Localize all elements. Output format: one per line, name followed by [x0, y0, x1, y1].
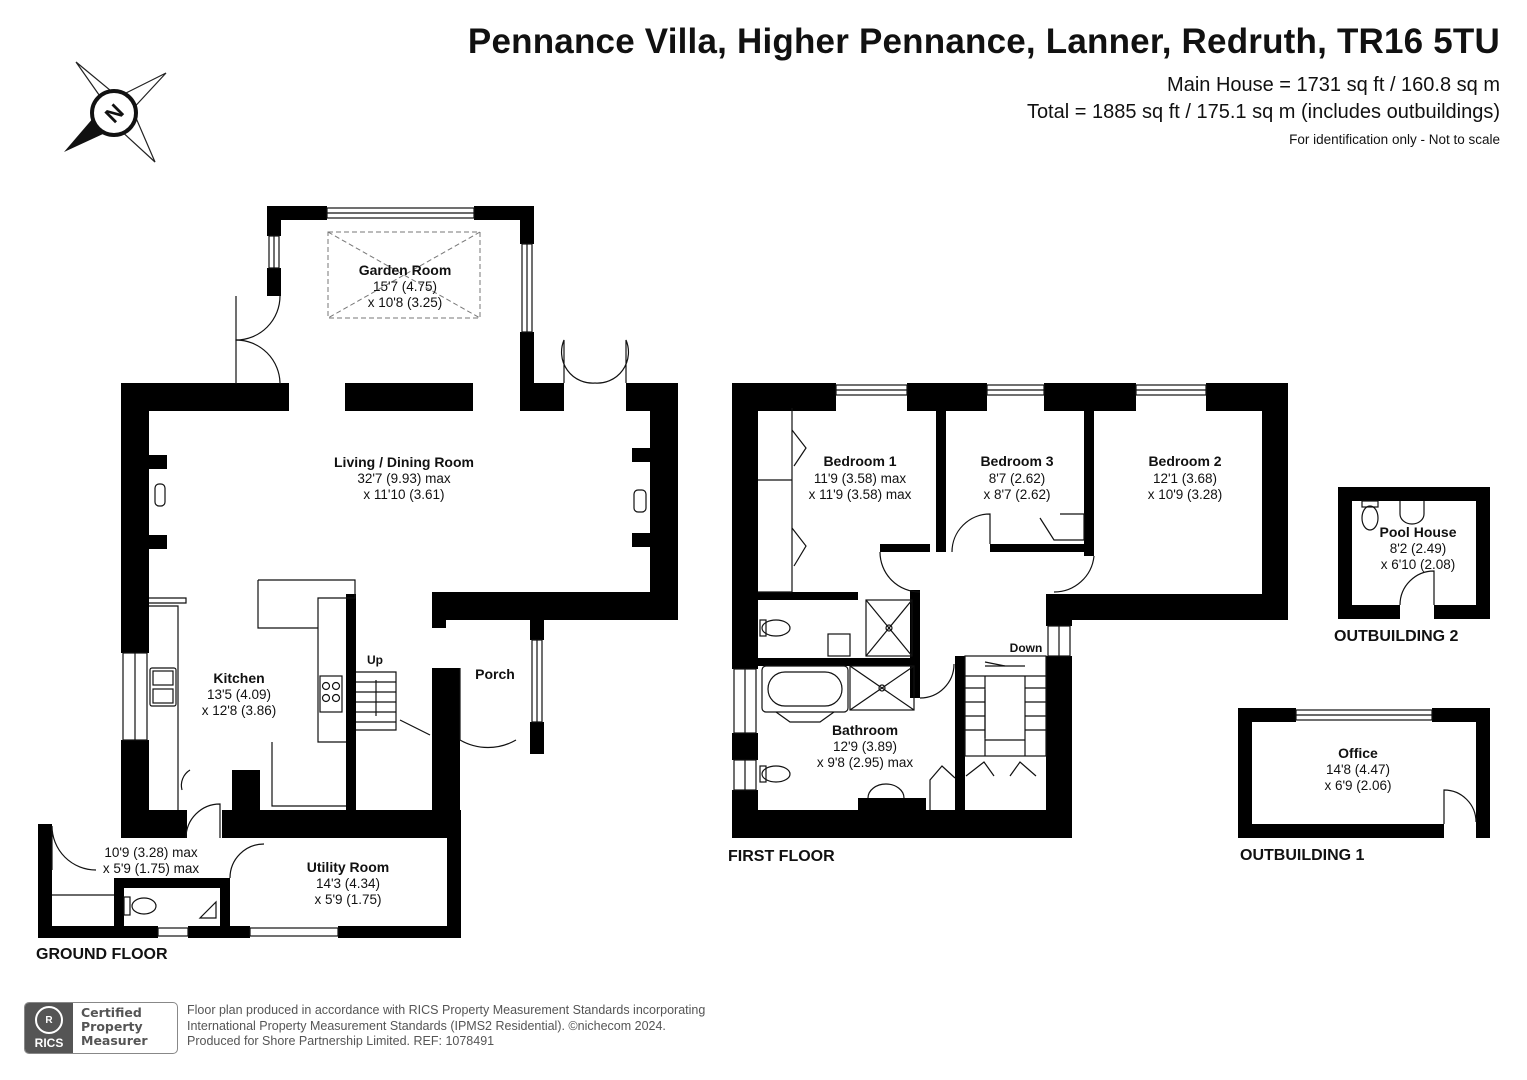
svg-text:Bathroom: Bathroom [832, 722, 898, 738]
svg-text:11'9 (3.58) max: 11'9 (3.58) max [814, 471, 907, 486]
first-floor-walls [732, 383, 1288, 838]
main-house-area: Main House = 1731 sq ft / 160.8 sq m [1167, 74, 1500, 96]
certified-text: Certified Property Measurer [81, 1005, 148, 1048]
svg-text:x 5'9 (1.75): x 5'9 (1.75) [314, 892, 381, 907]
total-area: Total = 1885 sq ft / 175.1 sq m (include… [1026, 101, 1500, 123]
svg-text:x 10'8 (3.25): x 10'8 (3.25) [368, 295, 443, 310]
svg-text:Pool House: Pool House [1379, 524, 1456, 540]
svg-text:x 11'9 (3.58) max: x 11'9 (3.58) max [809, 487, 912, 502]
room-porch: Porch [475, 666, 515, 682]
svg-text:13'5 (4.09): 13'5 (4.09) [207, 687, 271, 702]
room-bedroom-3: Bedroom 3 8'7 (2.62) x 8'7 (2.62) [980, 453, 1053, 502]
first-floor-stairs [964, 655, 1047, 757]
outbuilding-2-label: OUTBUILDING 2 [1334, 628, 1459, 645]
svg-text:14'8 (4.47): 14'8 (4.47) [1326, 762, 1390, 777]
bathroom-fixtures [759, 599, 915, 799]
room-bedroom-1: Bedroom 1 11'9 (3.58) max x 11'9 (3.58) … [809, 453, 912, 502]
ground-wc [52, 894, 217, 919]
room-office: Office 14'8 (4.47) x 6'9 (2.06) [1324, 745, 1391, 793]
ground-floor-doors [51, 295, 630, 879]
first-floor-doors [758, 408, 1095, 810]
svg-text:32'7 (9.93) max: 32'7 (9.93) max [357, 471, 451, 486]
svg-text:15'7 (4.75): 15'7 (4.75) [373, 279, 437, 294]
svg-text:Bedroom 1: Bedroom 1 [823, 453, 896, 469]
svg-text:x 11'10 (3.61): x 11'10 (3.61) [363, 487, 444, 502]
svg-text:12'9 (3.89): 12'9 (3.89) [833, 739, 897, 754]
svg-text:x 10'9 (3.28): x 10'9 (3.28) [1148, 487, 1223, 502]
disclaimer-line-2: International Property Measurement Stand… [187, 1018, 666, 1033]
disclaimer-line-1: Floor plan produced in accordance with R… [187, 1003, 706, 1017]
rics-seal-icon: R [35, 1006, 63, 1034]
room-garden: Garden Room 15'7 (4.75) x 10'8 (3.25) [359, 262, 452, 310]
svg-text:x 9'8 (2.95) max: x 9'8 (2.95) max [817, 755, 914, 770]
svg-text:Kitchen: Kitchen [213, 670, 264, 686]
stairs-down-label: Down [1010, 641, 1043, 655]
svg-text:x 6'9 (2.06): x 6'9 (2.06) [1324, 778, 1391, 793]
ground-floor-windows [122, 207, 543, 937]
room-living-dining: Living / Dining Room 32'7 (9.93) max x 1… [334, 454, 474, 502]
room-bedroom-2: Bedroom 2 12'1 (3.68) x 10'9 (3.28) [1148, 453, 1223, 502]
svg-text:8'2 (2.49): 8'2 (2.49) [1390, 541, 1447, 556]
stairs-up-label: Up [367, 653, 383, 667]
room-kitchen: Kitchen 13'5 (4.09) x 12'8 (3.86) [202, 670, 277, 718]
ground-stairs [356, 671, 397, 731]
first-floor-windows [733, 384, 1207, 791]
office-walls [1238, 708, 1490, 838]
svg-text:Bedroom 2: Bedroom 2 [1148, 453, 1221, 469]
room-hall: 10'9 (3.28) max x 5'9 (1.75) max [103, 845, 200, 876]
svg-text:Living / Dining Room: Living / Dining Room [334, 454, 474, 470]
first-floor-label: FIRST FLOOR [728, 848, 835, 865]
scale-note: For identification only - Not to scale [1289, 132, 1500, 147]
pool-house-walls [1338, 487, 1490, 619]
room-bathroom: Bathroom 12'9 (3.89) x 9'8 (2.95) max [817, 722, 914, 770]
ground-floor-label: GROUND FLOOR [36, 946, 168, 963]
svg-text:Bedroom 3: Bedroom 3 [980, 453, 1053, 469]
svg-text:x 12'8 (3.86): x 12'8 (3.86) [202, 703, 277, 718]
disclaimer: Floor plan produced in accordance with R… [187, 1003, 705, 1050]
svg-text:8'7 (2.62): 8'7 (2.62) [989, 471, 1046, 486]
svg-text:Utility Room: Utility Room [307, 859, 389, 875]
svg-text:12'1 (3.68): 12'1 (3.68) [1153, 471, 1217, 486]
outbuilding-1-label: OUTBUILDING 1 [1240, 847, 1365, 864]
compass-north-icon: N [64, 61, 167, 163]
ground-floor-walls [38, 206, 678, 938]
room-utility: Utility Room 14'3 (4.34) x 5'9 (1.75) [307, 859, 389, 907]
svg-text:x 5'9 (1.75) max: x 5'9 (1.75) max [103, 861, 200, 876]
kitchen-units [149, 483, 647, 810]
office-details [1295, 709, 1477, 824]
disclaimer-line-3: Produced for Shore Partnership Limited. … [187, 1034, 495, 1048]
room-pool-house: Pool House 8'2 (2.49) x 6'10 (2.08) [1379, 524, 1456, 572]
rics-badge: R RICS Certified Property Measurer [24, 1002, 178, 1054]
svg-text:x 6'10 (2.08): x 6'10 (2.08) [1381, 557, 1456, 572]
svg-text:Garden Room: Garden Room [359, 262, 452, 278]
svg-text:Office: Office [1338, 745, 1378, 761]
property-title: Pennance Villa, Higher Pennance, Lanner,… [467, 22, 1500, 61]
pool-house-fixtures [1361, 500, 1435, 606]
svg-text:14'3 (4.34): 14'3 (4.34) [316, 876, 380, 891]
svg-text:10'9 (3.28) max: 10'9 (3.28) max [104, 845, 198, 860]
roof-light [327, 231, 481, 319]
rics-text: RICS [34, 1036, 64, 1050]
rics-logo: R RICS [25, 1003, 73, 1053]
svg-text:x 8'7 (2.62): x 8'7 (2.62) [983, 487, 1050, 502]
